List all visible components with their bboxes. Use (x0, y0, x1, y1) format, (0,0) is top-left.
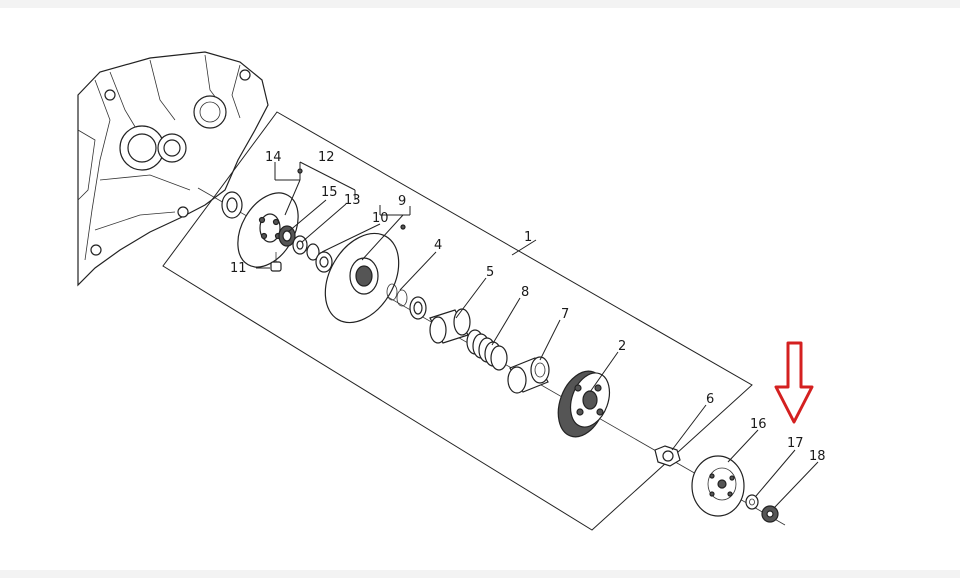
part-17-washer (745, 494, 759, 510)
part-15-bearing (278, 225, 296, 247)
red-arrow-annotation (774, 341, 814, 424)
callout-13: 13 (344, 193, 361, 208)
callout-14: 14 (265, 150, 282, 165)
callout-11: 11 (230, 261, 247, 276)
part-4-o-rings (386, 283, 427, 320)
callout-1: 1 (524, 230, 532, 245)
callout-17: 17 (787, 436, 804, 451)
crankcase-housing (77, 51, 269, 287)
leader-lines (256, 161, 819, 509)
callout-7: 7 (561, 307, 569, 322)
callout-8: 8 (521, 285, 529, 300)
callout-12: 12 (318, 150, 335, 165)
part-14-seal (221, 191, 243, 219)
part-8-spring (466, 329, 508, 371)
callout-6: 6 (706, 392, 714, 407)
bottom-band (0, 570, 960, 578)
callout-9: 9 (398, 194, 406, 209)
part-11-screw (270, 252, 282, 272)
part-7-bushing (507, 356, 550, 394)
part-9-driven-face (324, 232, 400, 324)
assembly-boundary (162, 111, 753, 531)
part-10-spacer (306, 243, 333, 273)
callout-16: 16 (750, 417, 767, 432)
part-18-nut (761, 505, 779, 523)
callout-10: 10 (372, 211, 389, 226)
top-band (0, 0, 960, 8)
part-16-clutch-bell (691, 455, 745, 517)
callout-5: 5 (486, 265, 494, 280)
part-2-clutch-assembly (557, 370, 611, 438)
callout-15: 15 (321, 185, 338, 200)
part-6-nut (654, 445, 681, 467)
callout-2: 2 (618, 339, 626, 354)
part-13-washer (292, 235, 308, 255)
part-5-sleeve (429, 308, 471, 344)
callout-18: 18 (809, 449, 826, 464)
callout-4: 4 (434, 238, 442, 253)
